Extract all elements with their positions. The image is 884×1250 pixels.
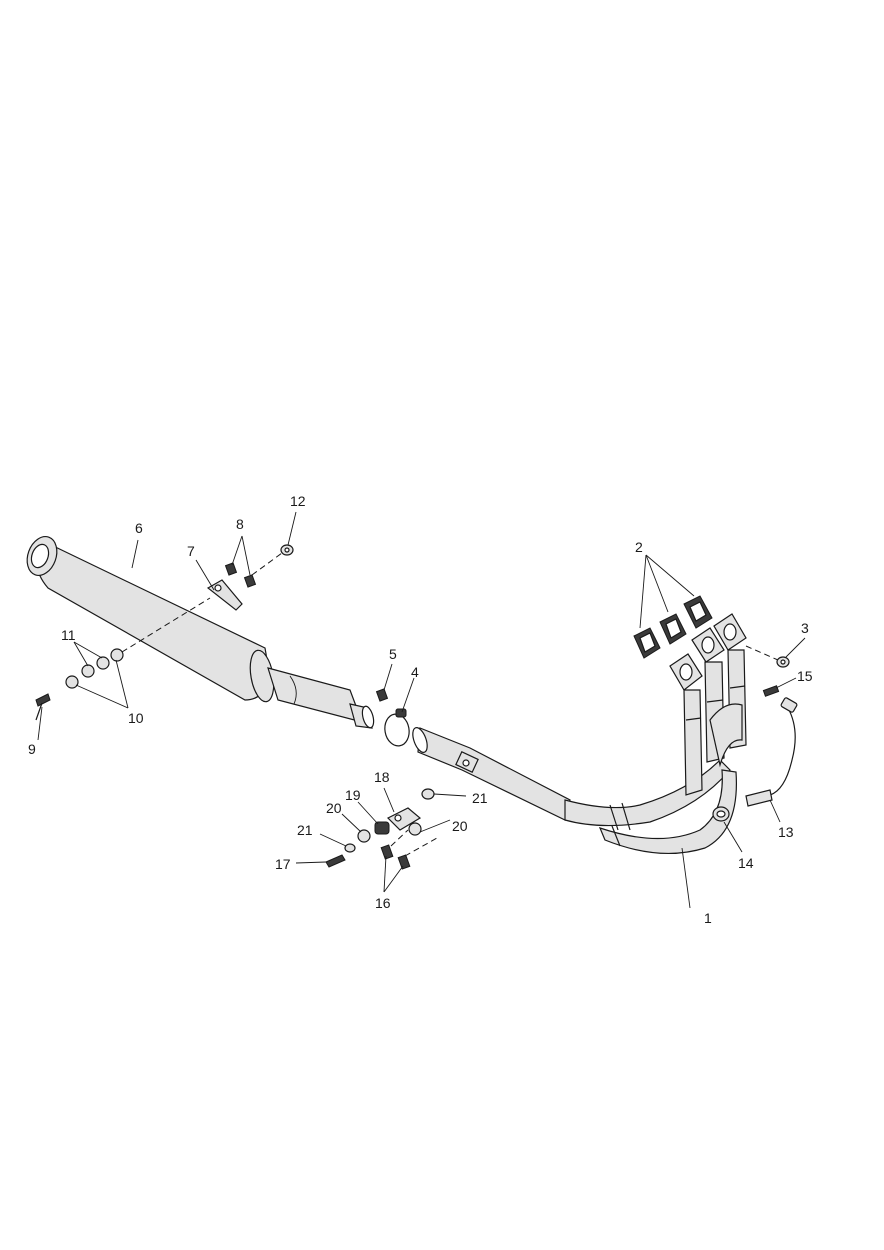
leader-lines [37, 511, 806, 909]
hanger-nut-part [280, 544, 294, 556]
bracket-washer-part [344, 788, 435, 853]
sensor-washer-part [712, 806, 730, 822]
callout-8: 8 [236, 516, 244, 532]
mounting-bracket-part [386, 807, 422, 831]
spacer-part [357, 821, 422, 843]
callout-labels: 1 2 3 4 5 6 7 8 9 10 11 12 13 14 15 16 1… [28, 493, 813, 926]
callout-21-left: 21 [297, 822, 313, 838]
callout-17: 17 [275, 856, 291, 872]
callout-19: 19 [345, 787, 361, 803]
stud-part [762, 685, 780, 697]
bracket-bolt-part [224, 562, 257, 588]
callout-14: 14 [738, 855, 754, 871]
callout-3: 3 [801, 620, 809, 636]
callout-7: 7 [187, 543, 195, 559]
silencer-part [26, 536, 375, 729]
callout-4: 4 [411, 664, 419, 680]
callout-18: 18 [374, 769, 390, 785]
bracket-bolt-16-part [380, 844, 411, 870]
flange-nut-part [776, 656, 790, 668]
callout-20-right: 20 [452, 818, 468, 834]
rubber-mount-part [65, 648, 124, 689]
callout-5: 5 [389, 646, 397, 662]
callout-11: 11 [61, 627, 76, 643]
hanger-bracket-part [206, 579, 243, 611]
callout-10: 10 [128, 710, 144, 726]
oxygen-sensor-part [745, 697, 798, 807]
callout-2: 2 [635, 539, 643, 555]
callout-16: 16 [375, 895, 391, 911]
callout-21-right: 21 [472, 790, 488, 806]
gasket-part [633, 595, 713, 659]
callout-1: 1 [704, 910, 712, 926]
callout-13: 13 [778, 824, 794, 840]
clamp-bolt-part [375, 688, 389, 702]
callout-12: 12 [290, 493, 306, 509]
callout-15: 15 [797, 668, 813, 684]
callout-9: 9 [28, 741, 36, 757]
callout-6: 6 [135, 520, 143, 536]
bracket-bolt-17-part [325, 854, 346, 868]
clamp-part [384, 708, 410, 747]
header-assembly-part [412, 613, 747, 855]
callout-20-left: 20 [326, 800, 342, 816]
mount-bolt-part [35, 693, 51, 721]
